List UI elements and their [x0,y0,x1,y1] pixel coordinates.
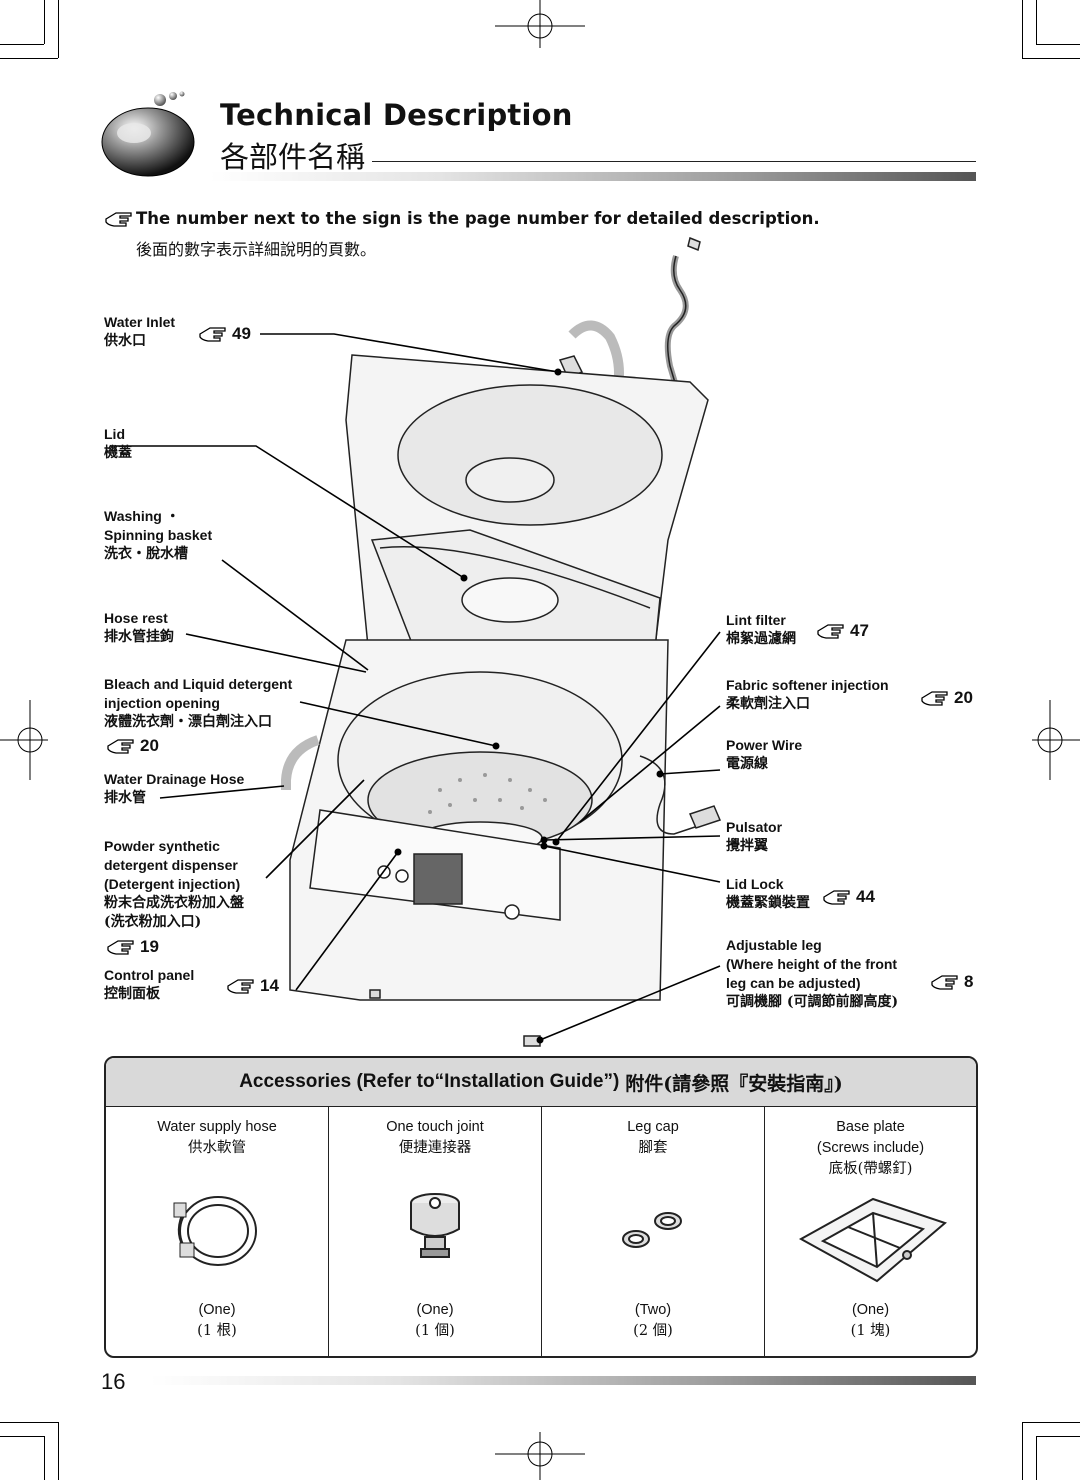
accessory-one-touch-joint: One touch joint 便捷連接器 (One) (1 個) [386,1119,484,1339]
note-text: The number next to the sign is the page … [136,209,820,228]
footer-gradient-bar [150,1376,976,1385]
label-powder-dispenser: Powder synthetic detergent dispenser (De… [104,838,244,930]
page-number: 16 [101,1369,126,1394]
water-supply-hose-icon [173,1196,257,1266]
ref-control-panel: 14 [226,976,279,996]
accessories-table: Accessories (Refer to“Installation Guide… [104,1056,978,1358]
table-divider [764,1107,765,1356]
note-text-zh: 後面的數字表示詳細說明的頁數。 [136,240,377,259]
label-bleach-opening: Bleach and Liquid detergent injection op… [104,676,293,730]
ref-powder: 19 [106,937,159,957]
ref-water-inlet: 49 [198,324,251,344]
label-drain-hose: Water Drainage Hose 排水管 [104,771,245,806]
title-rule [372,161,976,162]
one-touch-joint-icon [410,1193,460,1258]
label-fabric-softener: Fabric softener injection 柔軟劑注入口 [726,677,889,712]
page-title: Technical Description [220,98,573,132]
pointing-hand-icon [107,940,134,955]
header-gradient-bar [210,172,976,181]
ref-bleach: 20 [106,736,159,756]
base-plate-icon [798,1197,947,1283]
ref-adjustable-leg: 8 [930,972,973,992]
pointing-hand-icon [823,890,850,905]
bubble-logo-icon [101,91,195,177]
page-title-zh: 各部件名稱 [220,140,366,174]
pointing-hand-icon [105,212,132,227]
accessory-base-plate: Base plate (Screws include) 底板(帶螺釘) (One… [765,1107,976,1356]
label-adjustable-leg: Adjustable leg (Where height of the fron… [726,937,899,1010]
accessory-water-supply-hose: Water supply hose 供水軟管 (One) (1 根) [157,1119,277,1339]
ref-fabric-softener: 20 [920,688,973,708]
label-water-inlet: Water Inlet 供水口 [104,314,176,349]
label-control-panel: Control panel 控制面板 [104,967,195,1002]
pointing-hand-icon [107,739,134,754]
table-divider [541,1107,542,1356]
pointing-hand-icon [817,624,844,639]
ref-lint-filter: 47 [816,621,869,641]
pointing-hand-icon [227,979,254,994]
label-hose-rest: Hose rest 排水管挂鉤 [104,610,174,645]
pointing-hand-icon [931,975,958,990]
label-pulsator: Pulsator 攪拌翼 [726,819,783,854]
label-power-wire: Power Wire 電源線 [726,737,803,772]
leg-cap-icon [622,1212,682,1248]
accessories-heading: Accessories (Refer to“Installation Guide… [106,1058,976,1107]
label-basket: Washing ・ Spinning basket 洗衣・脫水槽 [104,508,213,562]
label-lint-filter: Lint filter 棉絮過濾網 [726,612,796,647]
table-divider [328,1107,329,1356]
pointing-hand-icon [199,327,226,342]
accessory-leg-cap: Leg cap 腳套 (Two) (2 個) [542,1107,764,1356]
ref-lid-lock: 44 [822,887,875,907]
label-lid: Lid 機蓋 [104,426,132,461]
pointing-hand-icon [921,691,948,706]
label-lid-lock: Lid Lock 機蓋緊鎖裝置 [726,876,810,911]
washing-machine-illustration [110,236,722,1047]
